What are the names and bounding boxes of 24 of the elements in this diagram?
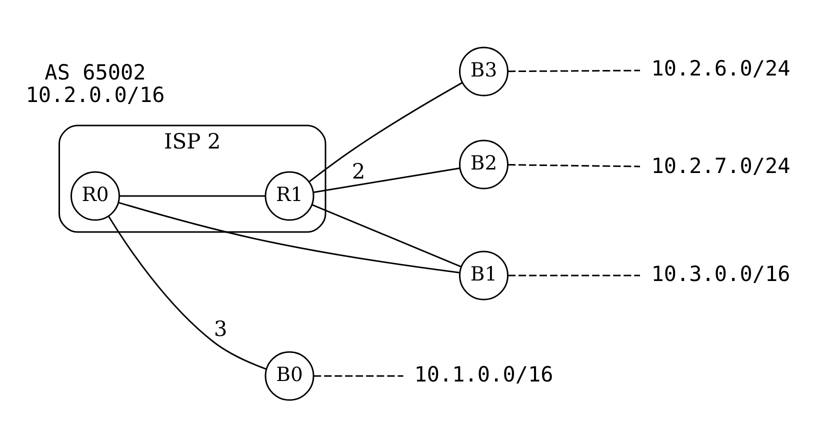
node-circle: R1 [264,171,314,221]
connector [508,274,640,276]
edge-label: 2 [352,159,366,184]
node-text: 10.2.7.0/24 [651,154,790,178]
node-circle: B0 [264,351,314,401]
node-text: 10.3.0.0/16 [651,262,790,286]
node-text: 10.2.6.0/24 [651,56,790,81]
connector [312,204,462,268]
connector [308,82,463,182]
connector [119,195,266,197]
node-circle: B2 [459,140,508,190]
edge-label: 3 [214,316,228,341]
connector [508,70,640,72]
node-text: 10.1.0.0/16 [414,362,554,387]
node-circle: R0 [70,171,120,221]
node-circle: B3 [459,46,508,96]
connector [108,216,266,370]
connector [313,168,460,194]
connector [314,375,404,377]
node-circle: B1 [459,250,508,300]
node-label: 10.2.0.0/16 [26,82,165,107]
connector [508,164,640,168]
connector [118,202,460,274]
node-label: AS 65002 [44,60,146,84]
